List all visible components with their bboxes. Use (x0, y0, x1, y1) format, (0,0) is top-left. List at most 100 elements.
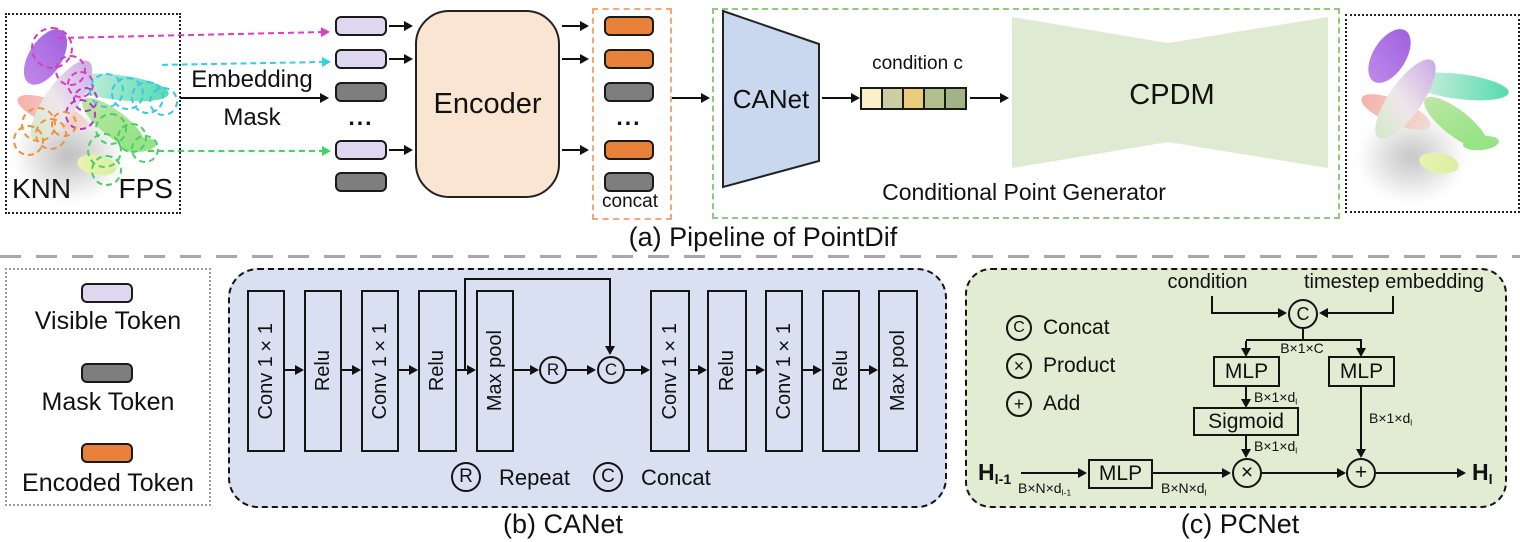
mlp-to-product-arrow (1153, 466, 1231, 479)
canet-block-relu1: Relu (304, 290, 342, 452)
canet-flow-arrow (514, 363, 539, 376)
concat-legend-node: C (593, 462, 623, 492)
encoded-token-swatch (81, 443, 133, 463)
generator-label: Conditional Point Generator (882, 179, 1166, 205)
token-to-encoder-arrow (389, 52, 413, 65)
concat-node: C (597, 356, 625, 384)
visible-token (335, 16, 387, 36)
canet-flow-arrow (285, 363, 304, 376)
mask-token-label: Mask Token (41, 388, 175, 416)
token-legend-box: Visible Token Mask Token Encoded Token (5, 268, 211, 506)
canet-block-relu2: Relu (418, 290, 457, 452)
pcnet-add-label: Add (1043, 392, 1081, 415)
timestep-elbow-line (1392, 296, 1395, 314)
canet-flow-arrow (567, 363, 596, 376)
canet-block-conv4: Conv 1×1 (765, 290, 803, 452)
condition-to-concat-arrow (1211, 306, 1287, 319)
dim-bxc-label: B×1×C (1280, 340, 1324, 356)
product-node: × (1232, 458, 1262, 488)
concat-box (592, 8, 672, 220)
caption-pcnet: (c) PCNet (1180, 509, 1300, 539)
h-input-label: Hl-1 (978, 459, 1012, 488)
canet-flow-arrow (860, 363, 878, 376)
condition-input-label: condition (1167, 271, 1248, 293)
sigmoid-block: Sigmoid (1193, 407, 1299, 436)
h-output-label: Hl (1472, 459, 1493, 488)
dim-bxd-label: B×1×dl (1254, 389, 1298, 407)
output-airplane-pointcloud (1347, 16, 1518, 211)
dim-bnd-out-label: B×N×dl (1161, 480, 1207, 498)
mlp-bottom-block: MLP (1088, 459, 1153, 489)
repeat-legend-label: Repeat (499, 465, 570, 490)
knn-label: KNN (12, 173, 72, 204)
condition-elbow-line (1211, 296, 1214, 314)
h-to-mlp-arrow (1021, 466, 1087, 479)
caption-pipeline: (a) Pipeline of PointDif (628, 222, 898, 252)
cpdm-label: CPDM (1129, 79, 1215, 111)
concat-split-line (1246, 339, 1362, 342)
canet-block-relu3: Relu (707, 290, 747, 452)
token-ellipsis: ... (616, 104, 642, 130)
visible-token (335, 49, 387, 69)
repeat-legend-node: R (451, 462, 481, 492)
pcnet-concat-label: Concat (1043, 316, 1110, 339)
cpdm-shape (1012, 17, 1328, 168)
encoder-to-token-arrow (562, 52, 589, 65)
encoder-block: Encoder (415, 10, 560, 198)
concat-label: concat (602, 191, 658, 212)
visible-token-swatch (81, 283, 133, 303)
condition-cell (881, 87, 904, 110)
concat-legend-label: Concat (641, 465, 711, 490)
condition-cell (860, 87, 883, 110)
canet-block-conv2: Conv 1×1 (361, 290, 399, 452)
conditional-point-generator-box (712, 8, 1340, 219)
embedding-mask-arrow (180, 91, 329, 104)
input-airplane-pointcloud (7, 15, 179, 212)
token-ellipsis: ... (348, 104, 374, 130)
timestep-embedding-label: timestep embedding (1303, 271, 1485, 293)
canet-flow-arrow (342, 363, 361, 376)
encoder-to-token-arrow (562, 143, 589, 156)
embedding-label: Embedding (191, 66, 313, 93)
token-to-encoder-arrow (389, 143, 413, 156)
pcnet-product-symbol: × (1006, 353, 1032, 379)
encoded-token (604, 49, 654, 69)
split-to-mlp-arrow (1354, 341, 1367, 357)
canet-block-conv3: Conv 1×1 (650, 290, 690, 452)
canet-block-maxpool2: Max pool (878, 290, 918, 452)
skip-connection-line (464, 278, 467, 370)
visible-patch-arrow-green (148, 146, 331, 156)
canet-flow-arrow (747, 363, 765, 376)
concat-split-line (1302, 329, 1305, 341)
knn-patch-circle (131, 135, 159, 163)
canet-trapezoid (722, 9, 820, 189)
canet-flow-arrow (399, 363, 418, 376)
pcnet-product-label: Product (1043, 354, 1116, 377)
condition-cell (902, 87, 925, 110)
canet-flow-arrow (803, 363, 822, 376)
split-to-mlp-arrow (1239, 341, 1252, 357)
canet-flow-arrow (690, 363, 707, 376)
product-to-add-arrow (1262, 466, 1346, 479)
condition-to-cpdm-arrow (970, 91, 1009, 104)
condition-cell (923, 87, 946, 110)
canet-flow-arrow (457, 363, 476, 376)
caption-canet: (b) CANet (502, 509, 624, 539)
timestep-to-concat-arrow (1319, 306, 1394, 319)
canet-label: CANet (732, 84, 810, 114)
knn-patch-circle (13, 125, 44, 156)
canet-block-relu4: Relu (822, 290, 860, 452)
condition-c-label: condition c (872, 53, 963, 74)
mlp-to-add-arrow (1354, 387, 1367, 458)
pcnet-add-symbol: + (1006, 391, 1032, 417)
repeat-node: R (539, 356, 567, 384)
canet-block-maxpool1: Max pool (476, 290, 514, 452)
token-to-encoder-arrow (389, 19, 413, 32)
pcnet-concat-node: C (1288, 299, 1318, 329)
input-pointcloud-box: KNN FPS (5, 13, 181, 214)
mlp-to-sigmoid-arrow (1239, 387, 1252, 408)
knn-patch-circle (149, 87, 178, 116)
mask-token (335, 172, 387, 192)
encoder-to-token-arrow (562, 19, 589, 32)
